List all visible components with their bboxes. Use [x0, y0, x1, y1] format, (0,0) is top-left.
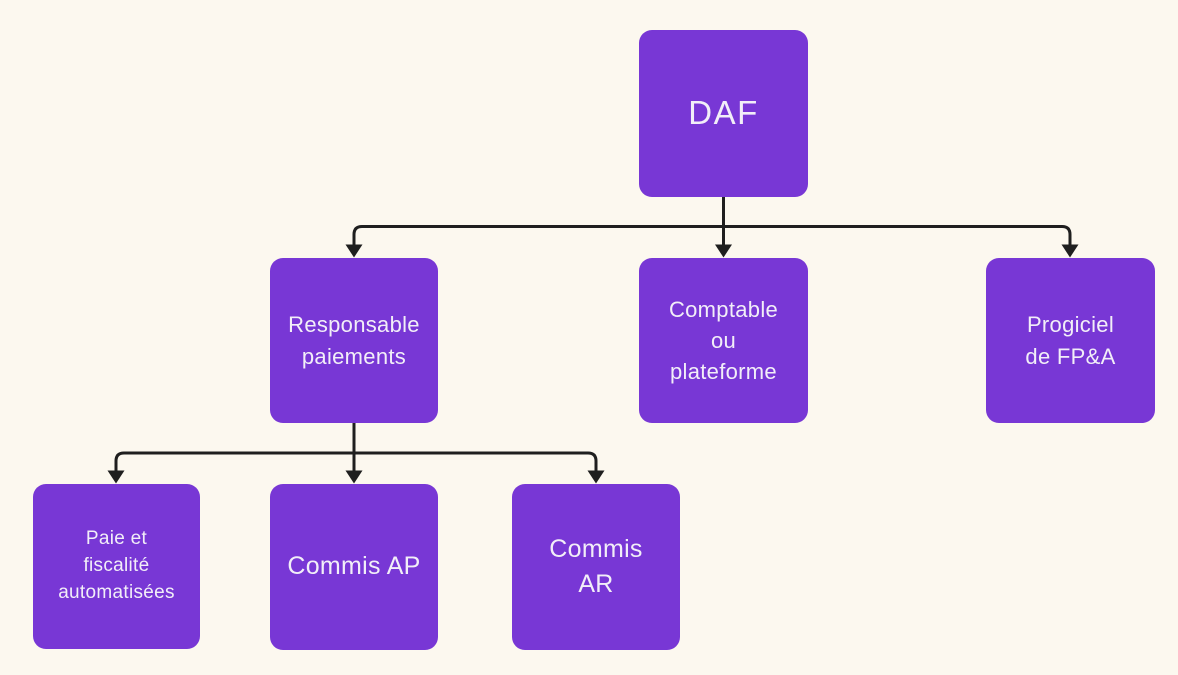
org-node-progiciel-de-fpa: Progiciel de FP&A: [986, 258, 1155, 423]
arrowhead-commis-ap: [345, 470, 363, 484]
org-node-paie-fiscalite-automatisees-label: Paie et fiscalité automatisées: [58, 528, 175, 603]
arrowhead-progiciel: [1061, 244, 1079, 258]
org-node-comptable-ou-plateforme-label: Comptable ou plateforme: [668, 296, 779, 385]
org-node-progiciel-de-fpa-label: Progiciel de FP&A: [1025, 312, 1116, 369]
edge-daf-progiciel: [723, 225, 1072, 246]
org-node-comptable-ou-plateforme: Comptable ou plateforme: [639, 258, 808, 423]
edge-responsable-paie: [114, 451, 354, 472]
org-node-commis-ap-label: Commis AP: [287, 552, 421, 581]
arrowhead-paie: [107, 470, 125, 484]
org-node-daf: DAF: [639, 30, 808, 197]
arrowhead-comptable: [715, 244, 732, 258]
org-node-responsable-paiements-label: Responsable paiements: [288, 312, 420, 369]
org-node-paie-fiscalite-automatisees: Paie et fiscalité automatisées: [33, 484, 200, 649]
arrowhead-commis-ar: [587, 470, 605, 484]
org-node-commis-ar-label: Commis AR: [549, 534, 643, 599]
arrowhead-responsable: [345, 244, 363, 258]
edge-daf-responsable: [352, 225, 724, 246]
org-node-daf-label: DAF: [688, 94, 759, 132]
edge-responsable-commis-ar: [354, 451, 598, 472]
org-node-responsable-paiements: Responsable paiements: [270, 258, 438, 423]
org-node-commis-ar: Commis AR: [512, 484, 680, 650]
org-node-commis-ap: Commis AP: [270, 484, 438, 650]
